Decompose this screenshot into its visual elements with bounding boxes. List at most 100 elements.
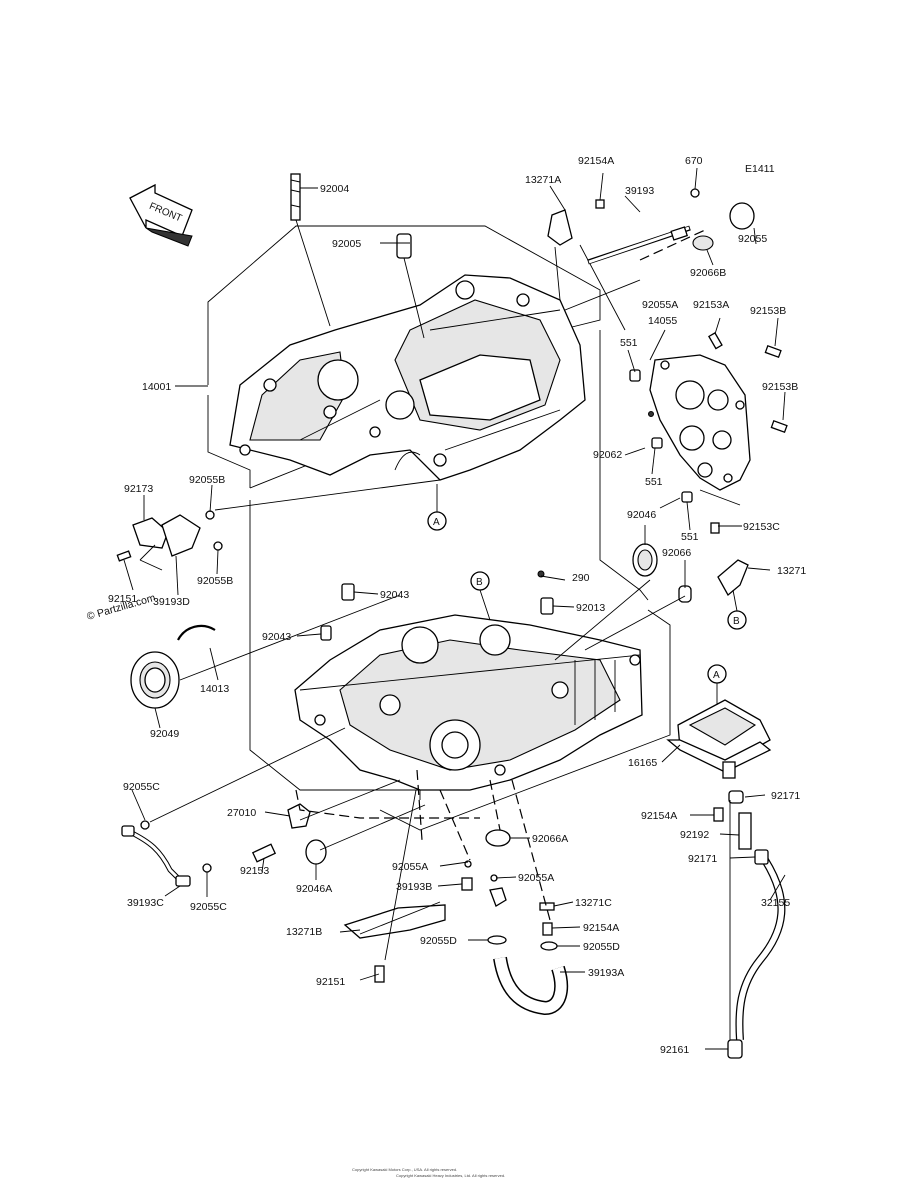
label-92154A-low: 92154A [583,922,619,934]
label-92151-bottom: 92151 [316,976,345,988]
ring-670 [690,188,700,198]
diagram-code: E1411 [745,163,775,175]
label-92153: 92153 [240,865,269,877]
label-92066A: 92066A [532,833,568,845]
dowel-92013 [540,597,554,615]
lower-crankcase [294,614,643,791]
label-92055C-top: 92055C [123,781,160,793]
label-290: 290 [572,572,590,584]
label-92055A-mid: 92055A [392,861,428,873]
stud-92004 [290,173,301,221]
ref-a-upper: A [427,484,447,531]
oring-92055 [729,202,755,230]
bearing-92046A [305,839,327,865]
label-92055A-right: 92055A [518,872,554,884]
svg-text:B: B [733,616,740,627]
plate-13271B [343,904,446,939]
group-outline-lower [249,500,421,800]
label-14013: 14013 [200,683,229,695]
dowel-92005 [396,233,412,259]
label-670: 670 [685,155,703,167]
part-92154A-right [713,807,724,822]
cover-14055 [649,354,751,491]
label-92043-b: 92043 [262,631,291,643]
dowel-92043-a [341,583,355,601]
bolt-92153B-mid [770,420,788,434]
label-92171-right: 92171 [771,790,800,802]
bolt-92153C [710,522,720,534]
label-92153B-top: 92153B [750,305,786,317]
label-92013: 92013 [576,602,605,614]
label-92046: 92046 [627,509,656,521]
dowel-551-c [681,491,693,503]
fitting-39193B [461,877,473,891]
label-13271C: 13271C [575,897,612,909]
label-551-a: 551 [620,337,638,349]
label-27010: 27010 [227,807,256,819]
part-92171-lower [754,849,769,865]
label-92055B-top: 92055B [189,474,225,486]
cap-92066B [692,235,714,251]
label-92171-lower: 92171 [688,853,717,865]
label-551-b: 551 [645,476,663,488]
label-92161: 92161 [660,1044,689,1056]
plug-92066A [485,829,511,847]
svg-text:A: A [433,517,440,528]
label-92005: 92005 [332,238,361,250]
label-92154A-right: 92154A [641,810,677,822]
footer-line-2: Copyright Kawasaki Heavy Industries, Ltd… [396,1173,505,1178]
oring-92055D-b [540,941,558,951]
label-92062: 92062 [593,449,622,461]
label-92173: 92173 [124,483,153,495]
bolt-92153B-top [764,345,782,359]
label-92055: 92055 [738,233,767,245]
plug-92066 [678,585,692,603]
label-92055B-bottom: 92055B [197,575,233,587]
bolt-92151-left [116,550,132,562]
label-39193A: 39193A [588,967,624,979]
label-92154A-top: 92154A [578,155,614,167]
label-92066B: 92066B [690,267,726,279]
label-92055D-b: 92055D [583,941,620,953]
part-92161 [727,1039,743,1059]
label-92055A-top: 92055A [642,299,678,311]
upper-crankcase-14001 [229,274,586,481]
fitting-39193D [161,514,201,557]
label-13271B: 13271B [286,926,322,938]
front-arrow-icon: FRONT [129,183,193,247]
label-92055D-a: 92055D [420,935,457,947]
oil-pan-16165 [666,699,772,779]
bolt-92153A [708,332,723,350]
part-92192 [738,812,752,850]
dowel-551-a [629,369,641,382]
label-92153B-mid: 92153B [762,381,798,393]
label-39193B: 39193B [396,881,432,893]
ref-a-right: A [707,664,727,705]
footer-line-1: Copyright Kawasaki Motors Corp., USA. Al… [352,1167,457,1172]
label-92049: 92049 [150,728,179,740]
label-92192: 92192 [680,829,709,841]
label-16165: 16165 [628,757,657,769]
bolt-92151-bottom [374,965,385,983]
bolt-92153 [251,843,277,863]
label-39193C: 39193C [127,897,164,909]
oring-92055D-a [487,935,507,945]
ref-b-lower: B [470,571,491,621]
label-13271: 13271 [777,565,806,577]
bracket-13271 [717,559,749,597]
group-outline-upper [207,225,601,385]
label-551-c: 551 [681,531,699,543]
bracket-92173 [132,517,169,549]
label-32155: 32155 [761,897,790,909]
label-92004: 92004 [320,183,349,195]
label-92066: 92066 [662,547,691,559]
label-14001: 14001 [142,381,171,393]
bracket-13271C [539,902,555,911]
ref-b-right: B [727,589,747,630]
label-39193: 39193 [625,185,654,197]
bracket-13271A [547,209,573,246]
part-290 [537,570,545,578]
label-92153A: 92153A [693,299,729,311]
svg-text:A: A [713,670,720,681]
